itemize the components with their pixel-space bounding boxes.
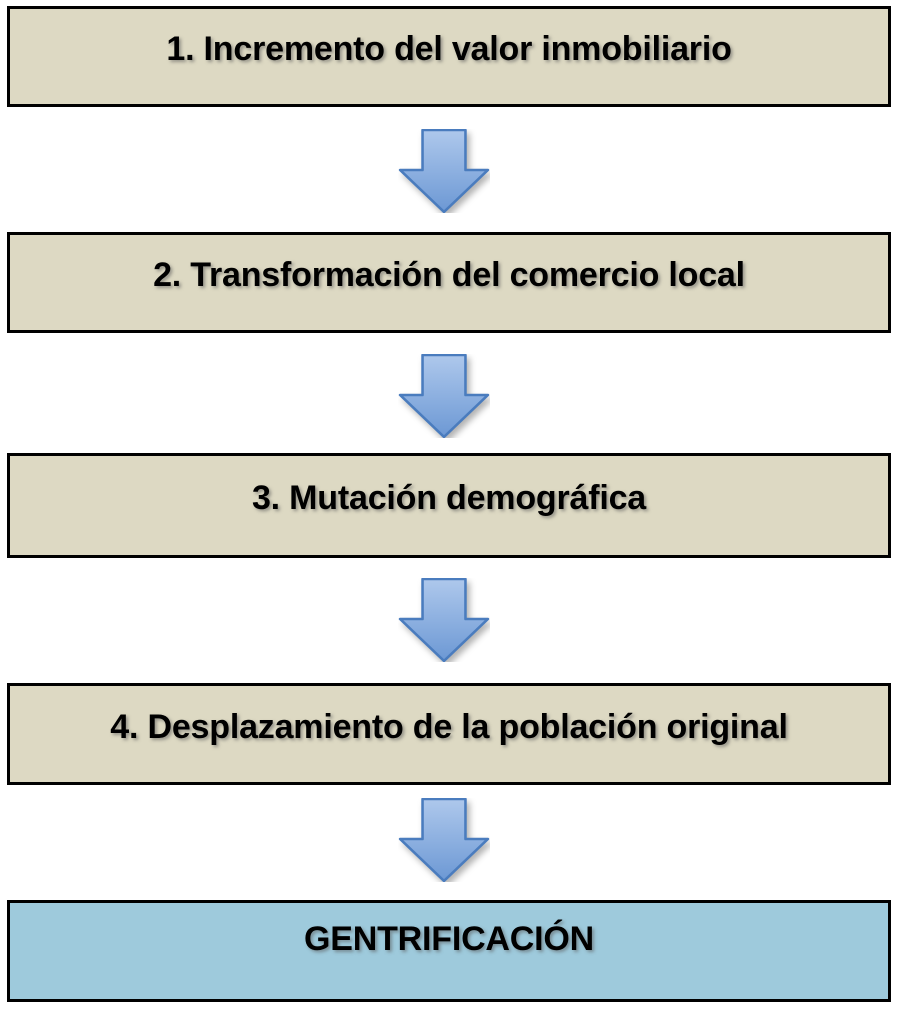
- down-arrow-icon: [398, 354, 490, 438]
- stage-label-2: 2. Transformación del comercio local: [153, 256, 745, 294]
- stage-label-3: 3. Mutación demográfica: [251, 479, 647, 517]
- down-arrow-icon: [398, 578, 490, 662]
- down-arrow-icon: [398, 798, 490, 882]
- stage-label-4: 4. Desplazamiento de la población origin…: [110, 707, 788, 746]
- stage-box-1: 1. Incremento del valor inmobiliario: [7, 6, 891, 107]
- down-arrow-icon: [398, 129, 490, 213]
- stage-box-4: 4. Desplazamiento de la población origin…: [7, 683, 891, 785]
- stage-box-2: 2. Transformación del comercio local: [7, 232, 891, 333]
- stage-box-3: 3. Mutación demográfica: [7, 453, 891, 558]
- result-label: GENTRIFICACIÓN: [304, 919, 594, 958]
- result-box: GENTRIFICACIÓN: [7, 900, 891, 1002]
- stage-label-1: 1. Incremento del valor inmobiliario: [166, 30, 732, 68]
